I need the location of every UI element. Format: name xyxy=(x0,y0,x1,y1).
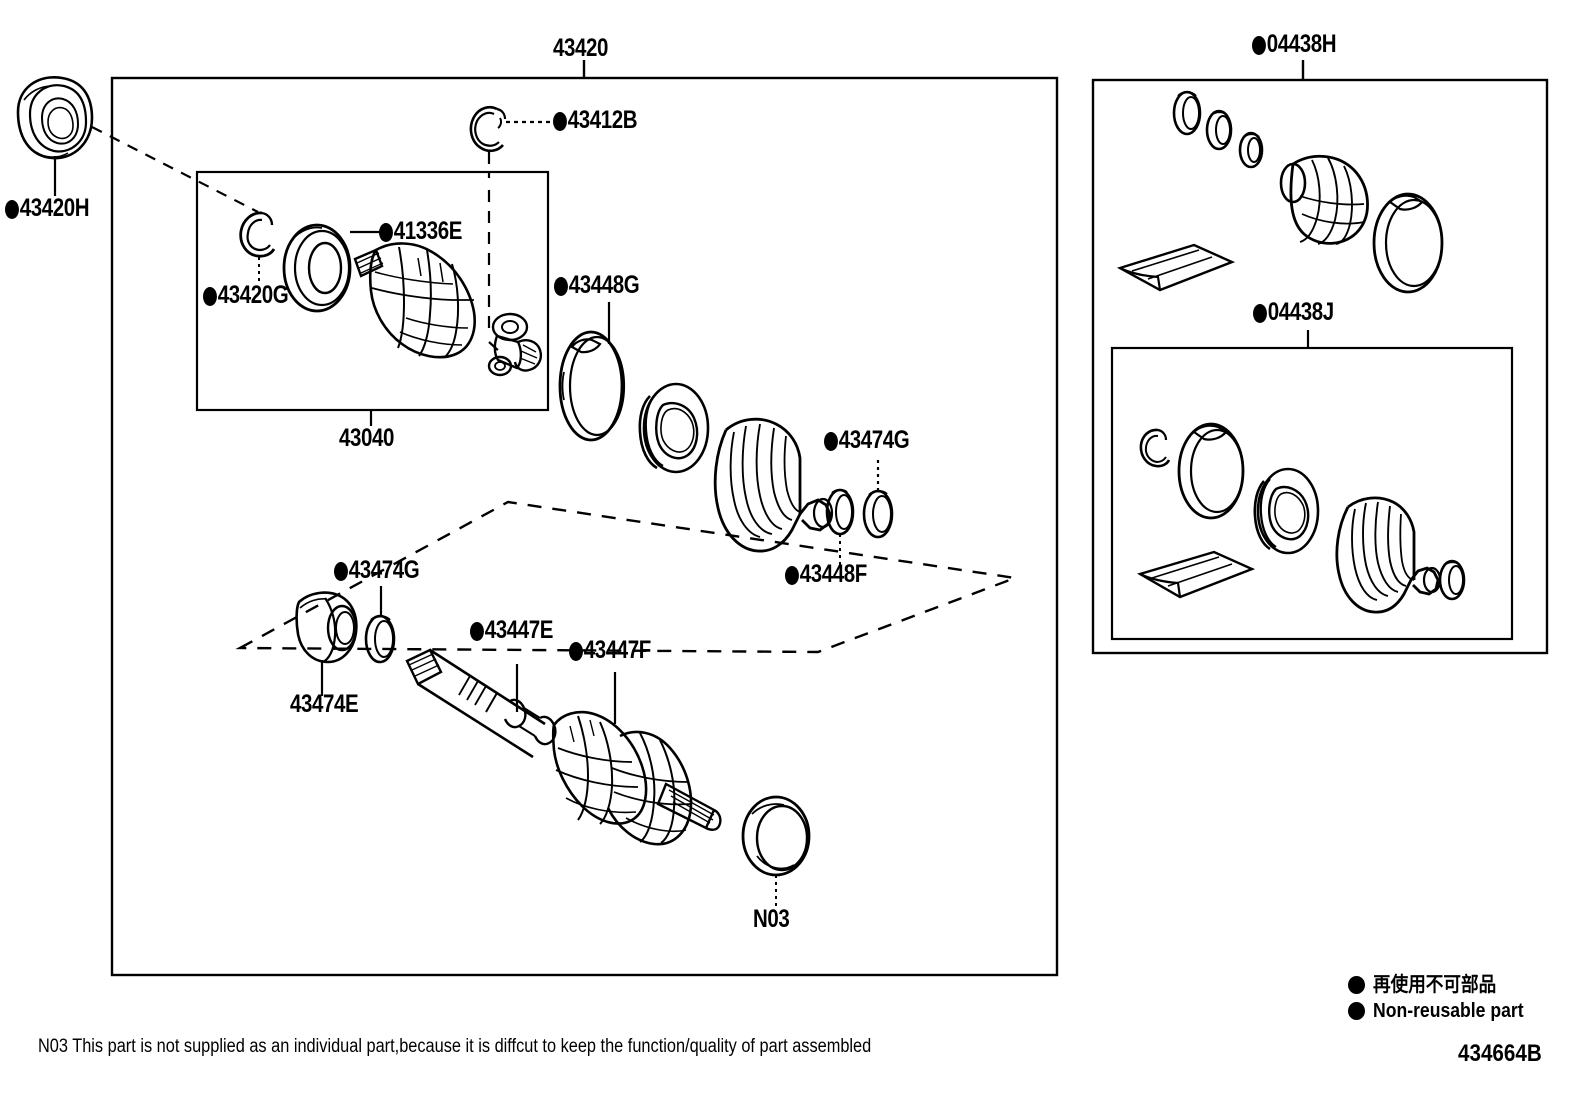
legend-label-en: Non-reusable part xyxy=(1373,1000,1524,1022)
callout-43448G: 43448G xyxy=(554,273,640,298)
group-label-04438H: 04438H xyxy=(1252,32,1337,57)
diagram-id-code: 434664B xyxy=(1458,1040,1542,1067)
callout-43420H: 43420H xyxy=(5,196,90,221)
callout-43447E: 43447E xyxy=(470,618,553,643)
part-43474G-clamp-lower xyxy=(364,614,396,664)
non-reusable-dot-icon xyxy=(5,200,19,219)
dashed-region-outline xyxy=(235,500,1020,654)
part-kit2-boot xyxy=(1335,496,1466,614)
non-reusable-dot-icon xyxy=(785,566,799,585)
callout-43448F: 43448F xyxy=(785,562,867,587)
non-reusable-dot-icon xyxy=(569,642,583,661)
part-kit-clamp-3 xyxy=(1238,131,1264,169)
part-kit-clamp-2 xyxy=(1205,109,1233,151)
callout-43412B: 43412B xyxy=(553,108,638,133)
part-43412B-snap-ring xyxy=(469,105,507,153)
dashed-link-43420H xyxy=(91,126,259,213)
part-kit2-clamp-large xyxy=(1177,422,1245,520)
part-kit2-grease-packet xyxy=(1136,550,1256,599)
part-inboard-joint-housing xyxy=(353,242,476,359)
non-reusable-dot-icon xyxy=(1253,304,1267,323)
non-reusable-dot-icon xyxy=(554,277,568,296)
part-kit2-snap-ring xyxy=(1139,428,1171,468)
group-label-43420: 43420 xyxy=(553,34,608,62)
non-reusable-dot-icon xyxy=(1348,976,1365,994)
part-cv-boot-bellows-upper xyxy=(713,417,834,553)
part-kit-clamp-1 xyxy=(1172,90,1202,136)
part-43448G-clamp xyxy=(558,330,626,442)
part-tripod-spider xyxy=(487,312,543,377)
group-box-43040 xyxy=(195,170,550,412)
group-box-04438H xyxy=(1091,78,1549,655)
part-41336E-washer xyxy=(282,223,352,313)
callout-43447F: 43447F xyxy=(569,638,651,663)
group-box-43420 xyxy=(110,76,1059,977)
non-reusable-dot-icon xyxy=(553,112,567,131)
legend-label-jp: 再使用不可部品 xyxy=(1373,974,1497,996)
part-N03-seal-ring xyxy=(741,795,811,877)
non-reusable-dot-icon xyxy=(1348,1002,1365,1020)
part-boot-retainer-ring xyxy=(638,382,710,474)
footnote-n03: N03 This part is not supplied as an indi… xyxy=(38,1036,872,1057)
part-43420H-dust-seal xyxy=(16,76,94,160)
non-reusable-dot-icon xyxy=(824,432,838,451)
group-label-43040: 43040 xyxy=(339,424,394,452)
non-reusable-dot-icon xyxy=(1252,36,1266,55)
group-label-04438J: 04438J xyxy=(1253,300,1334,325)
legend-row-en: Non-reusable part xyxy=(1348,1000,1544,1023)
group-box-04438J xyxy=(1110,346,1514,641)
legend-row-jp: 再使用不可部品 xyxy=(1348,968,1513,997)
non-reusable-dot-icon xyxy=(203,287,217,306)
part-drive-shaft xyxy=(405,648,557,759)
callout-43474G-upper: 43474G xyxy=(824,428,910,453)
part-kit-boot-small xyxy=(1279,154,1369,245)
callout-N03: N03 xyxy=(753,905,790,933)
callout-43474G-lower: 43474G xyxy=(334,558,420,583)
part-kit2-retainer-ring xyxy=(1253,467,1320,555)
part-43420G-snap-ring xyxy=(239,211,276,258)
callout-43420G: 43420G xyxy=(203,283,289,308)
part-43474G-clamp-upper xyxy=(862,489,894,539)
callout-43474E: 43474E xyxy=(290,690,359,718)
part-kit-clamp-large xyxy=(1372,192,1444,294)
callout-41336E: 41336E xyxy=(379,219,462,244)
non-reusable-dot-icon xyxy=(470,622,484,641)
part-43474E-dust-cover xyxy=(295,591,358,664)
non-reusable-dot-icon xyxy=(334,562,348,581)
part-kit-grease-packet xyxy=(1116,243,1236,292)
non-reusable-dot-icon xyxy=(379,223,393,242)
part-outboard-cv-joint xyxy=(551,710,722,846)
